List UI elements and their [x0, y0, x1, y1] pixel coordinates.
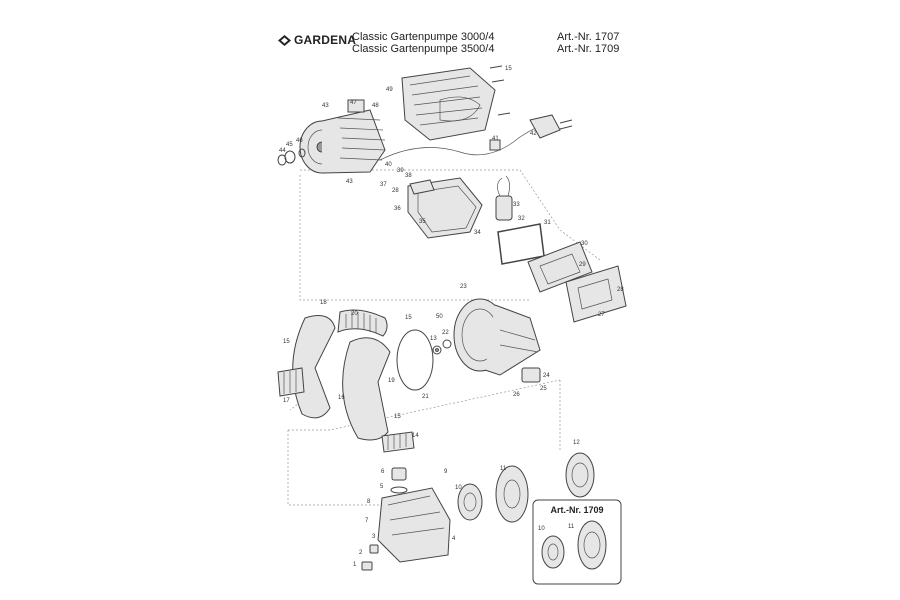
label-35: 35	[419, 219, 426, 225]
label-13: 13	[430, 336, 437, 342]
label-12: 12	[573, 440, 580, 446]
label-40: 40	[385, 162, 392, 168]
label-44: 44	[279, 148, 286, 154]
shaft-seal-parts	[277, 148, 306, 166]
label-15d: 15	[505, 66, 512, 72]
label-20: 20	[351, 311, 358, 317]
label-5: 5	[380, 484, 384, 490]
gardena-emblem-icon	[278, 34, 291, 46]
capacitor	[495, 175, 513, 221]
article-number-1: Art.-Nr. 1707	[557, 31, 620, 43]
label-22: 22	[442, 330, 449, 336]
label-16: 16	[338, 395, 345, 401]
label-30: 30	[581, 241, 588, 247]
label-50: 50	[436, 314, 443, 320]
label-39: 39	[397, 168, 404, 174]
product-name-2: Classic Gartenpumpe 3500/4	[352, 43, 495, 55]
motor-shroud	[401, 67, 496, 141]
label-2: 2	[359, 550, 363, 556]
header: GARDENA Classic Gartenpumpe 3000/4 Class…	[0, 0, 900, 60]
label-9: 9	[444, 469, 448, 475]
label-31: 31	[544, 220, 551, 226]
shroud-screws	[489, 65, 511, 116]
inset-label-10: 10	[538, 526, 545, 532]
label-48: 48	[372, 103, 379, 109]
variant-inset: Art.-Nr. 1709	[532, 499, 622, 585]
label-21: 21	[422, 394, 429, 400]
label-17: 17	[283, 398, 290, 404]
label-45: 45	[286, 142, 293, 148]
label-4: 4	[452, 536, 456, 542]
label-42: 42	[530, 131, 537, 137]
label-37: 37	[380, 182, 387, 188]
label-41: 41	[492, 136, 499, 142]
o-ring	[396, 329, 434, 391]
cover-shell-right	[342, 337, 391, 441]
label-32: 32	[518, 216, 525, 222]
article-number-2: Art.-Nr. 1709	[557, 43, 620, 55]
label-26: 26	[513, 392, 520, 398]
product-name-1: Classic Gartenpumpe 3000/4	[352, 31, 495, 43]
pump-housing	[453, 298, 541, 376]
gardena-logo: GARDENA	[278, 33, 356, 47]
filter-insert	[277, 367, 305, 397]
label-11: 11	[500, 466, 507, 472]
label-19: 19	[388, 378, 395, 384]
label-27: 27	[598, 312, 605, 318]
pump-body	[361, 467, 451, 571]
label-38: 38	[405, 173, 412, 179]
label-49: 49	[386, 87, 393, 93]
label-43b: 43	[346, 179, 353, 185]
label-1: 1	[353, 562, 357, 568]
terminal-box	[407, 177, 483, 239]
control-box	[497, 223, 627, 323]
small-seals	[432, 339, 452, 355]
inset-title: Art.-Nr. 1709	[550, 505, 603, 515]
label-47: 47	[350, 100, 357, 106]
label-25: 25	[540, 386, 547, 392]
label-8: 8	[367, 499, 371, 505]
label-7: 7	[365, 518, 369, 524]
label-36: 36	[394, 206, 401, 212]
pressure-switch	[521, 367, 541, 383]
label-10: 10	[455, 485, 462, 491]
label-15a: 15	[283, 339, 290, 345]
inset-label-11: 11	[568, 524, 575, 530]
label-29: 29	[579, 262, 586, 268]
cover-shell-left	[292, 315, 336, 419]
impeller	[457, 483, 483, 521]
label-24: 24	[543, 373, 550, 379]
electric-motor	[299, 99, 386, 174]
wear-ring	[565, 452, 595, 498]
label-23: 23	[460, 284, 467, 290]
label-43a: 43	[322, 103, 329, 109]
label-28a: 28	[617, 287, 624, 293]
label-33: 33	[513, 202, 520, 208]
label-15c: 15	[394, 414, 401, 420]
part-labels: 1 2 3 4 5 6 7 8 9 10 11 12 13 14 15 15 1…	[279, 66, 624, 568]
label-14: 14	[412, 433, 419, 439]
foot-grille	[381, 431, 415, 453]
label-3: 3	[372, 534, 376, 540]
brand-name: GARDENA	[294, 33, 357, 47]
label-6: 6	[381, 469, 385, 475]
label-34: 34	[474, 230, 481, 236]
hose-handle	[337, 309, 388, 337]
label-46: 46	[296, 138, 303, 144]
label-18: 18	[320, 300, 327, 306]
power-cable	[379, 114, 573, 161]
label-28b: 28	[392, 188, 399, 194]
label-15b: 15	[405, 315, 412, 321]
diffuser	[495, 465, 529, 523]
